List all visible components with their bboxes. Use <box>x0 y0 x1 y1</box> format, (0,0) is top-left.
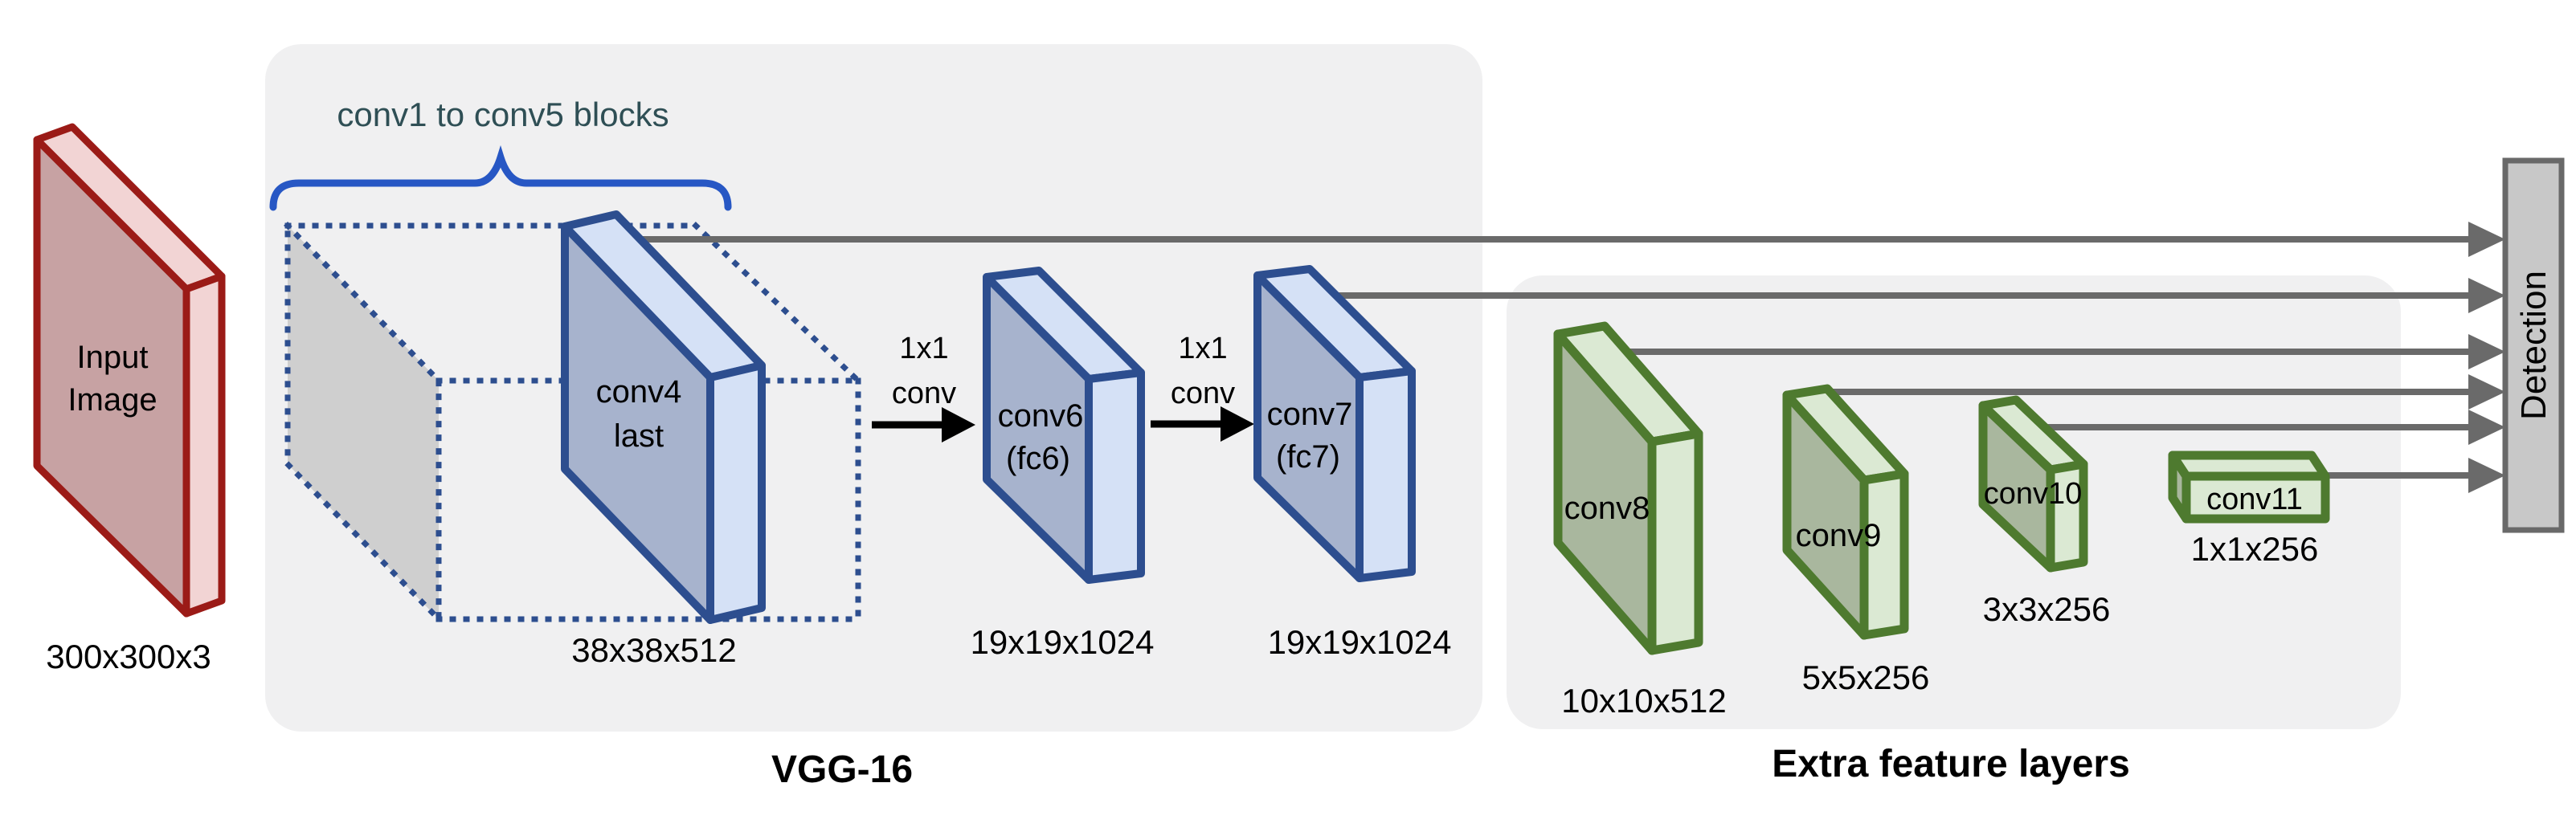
conv4-right-face <box>706 361 766 624</box>
conv1-to-conv5-label: conv1 to conv5 blocks <box>337 96 669 133</box>
conv1-to-conv5-brace <box>269 145 732 211</box>
conv4-label-line1: conv4 <box>596 374 682 410</box>
conv8-front-face <box>1553 329 1657 655</box>
input-dims-label: 300x300x3 <box>46 638 211 675</box>
conv8-label: conv8 <box>1564 491 1650 526</box>
arrow1-label-line1: 1x1 <box>899 332 948 365</box>
connector-conv4-arrowhead <box>2468 222 2505 257</box>
connector-conv7-arrowhead <box>2468 278 2505 313</box>
detection-box <box>2502 157 2565 533</box>
input-right-face <box>182 272 226 618</box>
conv9-right-face <box>1859 469 1909 640</box>
conv7-dims-label: 19x19x1024 <box>1268 623 1452 661</box>
conv8-layer: conv8 10x10x512 <box>1553 321 1727 720</box>
conv11-dims-label: 1x1x256 <box>2191 530 2319 568</box>
input-front-face <box>33 136 190 618</box>
conv4-front-face <box>561 222 714 624</box>
conv6-label-line1: conv6 <box>998 398 1084 434</box>
conv7-label-line1: conv7 <box>1267 397 1353 432</box>
detection-connectors <box>635 222 2505 493</box>
conv7-right-face <box>1355 367 1416 582</box>
arrow2-head <box>1221 406 1254 442</box>
conv7-front-face <box>1253 271 1364 582</box>
conv11-front-face <box>2181 471 2330 524</box>
conv7-layer: conv7 (fc7) 19x19x1024 <box>1253 265 1452 661</box>
detection-label: Detection <box>2514 271 2554 420</box>
conv4-label-line2: last <box>614 418 664 454</box>
conv10-layer: conv10 3x3x256 <box>1978 395 2111 628</box>
conv8-right-face <box>1647 429 1703 655</box>
conv6-dims-label: 19x19x1024 <box>971 623 1155 661</box>
conv6-layer: conv6 (fc6) 19x19x1024 <box>971 267 1155 661</box>
conv6-front-face <box>983 273 1093 584</box>
conv-arrow-2: 1x1 conv <box>1151 332 1254 442</box>
conv4-layer: conv4 last 38x38x512 <box>561 210 766 669</box>
input-label-line1: Input <box>77 340 149 375</box>
conv11-label: conv11 <box>2206 483 2303 516</box>
conv10-front-face <box>1978 401 2055 573</box>
conv9-layer: conv9 5x5x256 <box>1782 384 1930 696</box>
arrow2-label-line1: 1x1 <box>1178 332 1227 365</box>
ghost-left-face <box>288 226 439 619</box>
conv-arrow-1: 1x1 conv <box>872 332 975 442</box>
conv4-dims-label: 38x38x512 <box>571 631 737 669</box>
arrow1-head <box>942 407 975 442</box>
dotted-top-right-diagonal <box>692 222 862 385</box>
extra-feature-layers-title: Extra feature layers <box>1772 743 2130 785</box>
conv11-layer: conv11 1x1x256 <box>2168 451 2330 568</box>
arrow1-label-line2: conv <box>892 377 956 410</box>
conv10-dims-label: 3x3x256 <box>1983 590 2111 628</box>
conv10-label: conv10 <box>1984 477 2083 511</box>
connector-conv11-arrowhead <box>2468 458 2505 493</box>
conv8-dims-label: 10x10x512 <box>1561 682 1727 720</box>
ghost-left-face-dotted-border <box>284 218 442 626</box>
conv9-front-face <box>1782 390 1869 640</box>
conv9-dims-label: 5x5x256 <box>1802 659 1930 696</box>
conv7-label-line2: (fc7) <box>1276 439 1340 475</box>
conv6-right-face <box>1085 369 1145 584</box>
input-image-layer: Input Image 300x300x3 <box>33 123 226 675</box>
conv9-label: conv9 <box>1796 518 1882 553</box>
conv6-label-line2: (fc6) <box>1006 441 1070 476</box>
vgg-title: VGG-16 <box>771 748 913 791</box>
arrow2-label-line2: conv <box>1171 377 1235 410</box>
vgg-panel <box>265 44 1482 732</box>
input-label-line2: Image <box>67 382 157 418</box>
connector-conv9-arrowhead <box>2468 374 2505 410</box>
connector-conv8-arrowhead <box>2468 334 2505 369</box>
detection-block: Detection <box>2502 157 2565 533</box>
connector-conv10-arrowhead <box>2468 410 2505 445</box>
